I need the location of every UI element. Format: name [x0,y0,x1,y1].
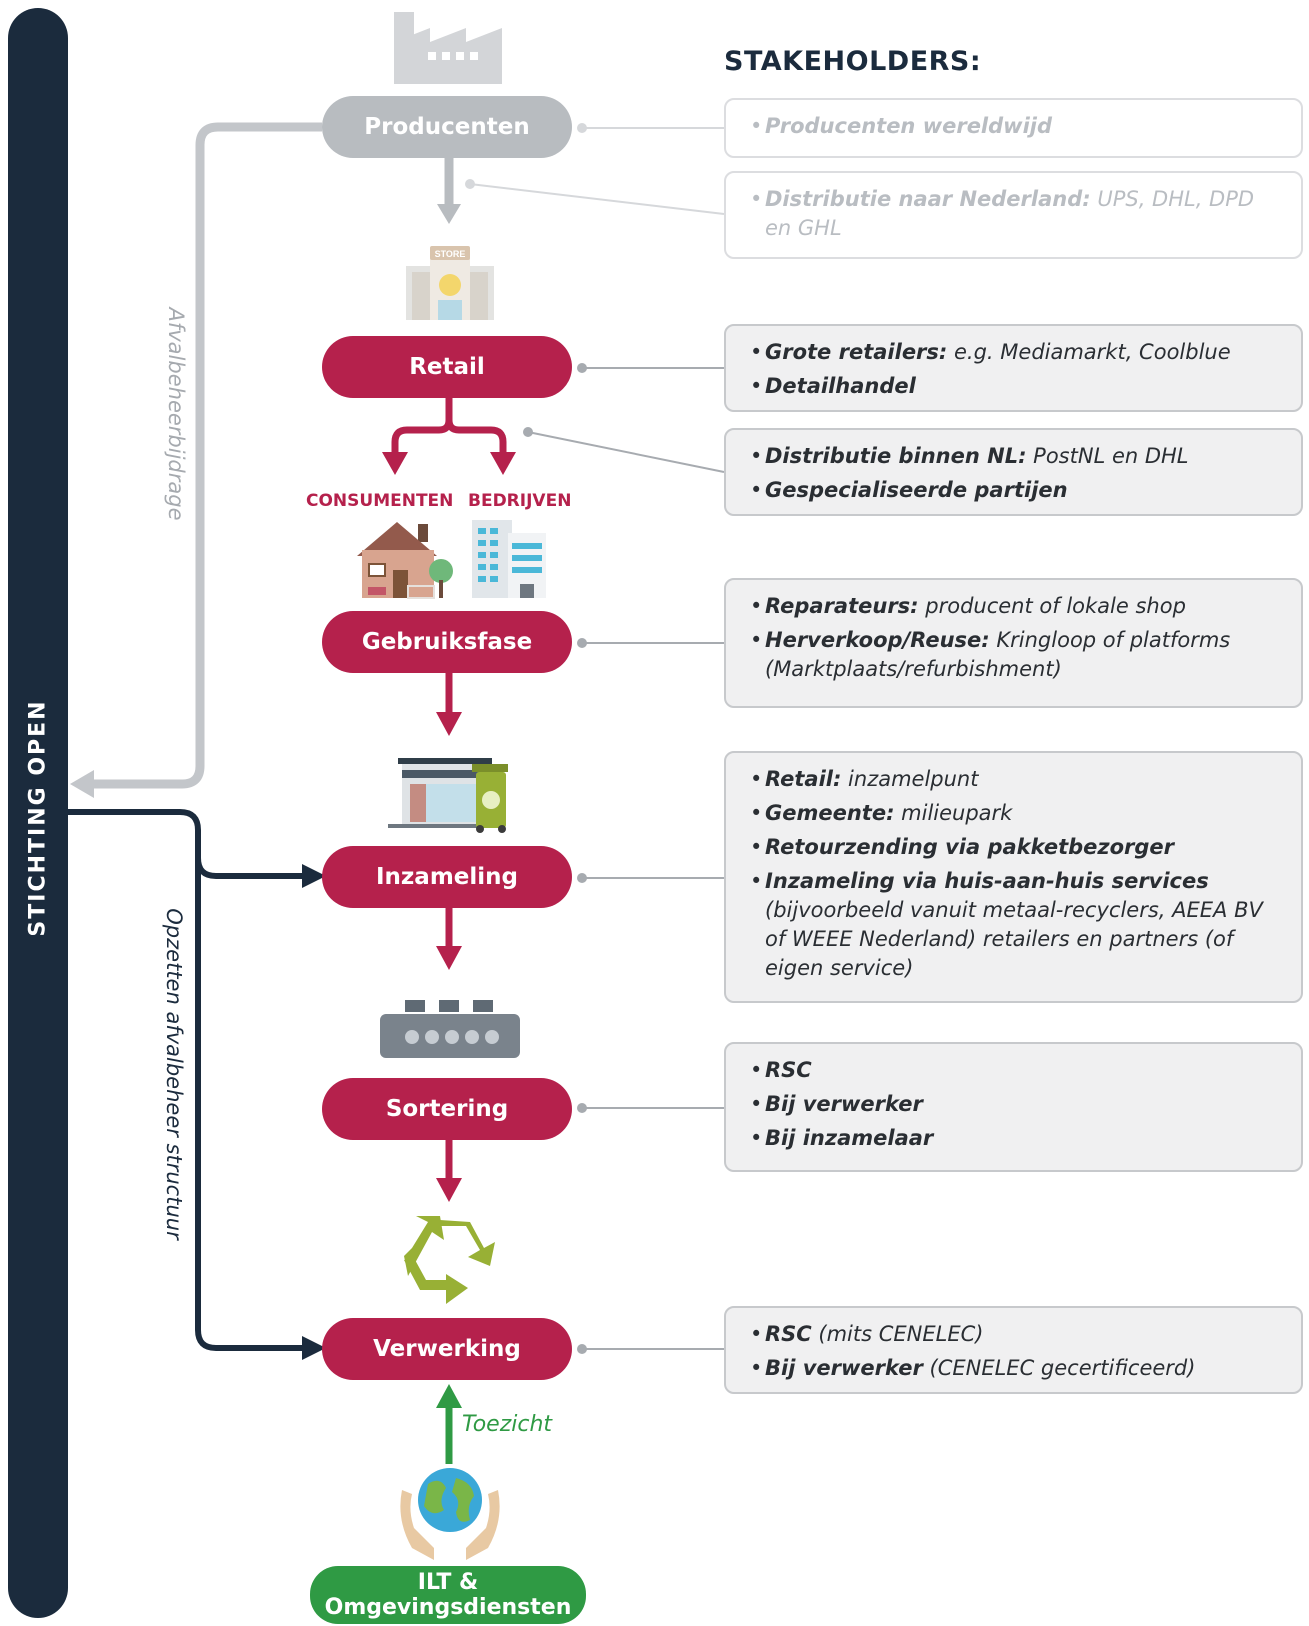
stakeholder-item-bold: Gespecialiseerde partijen [765,478,1068,502]
stakeholder-item: Distributie binnen NL: PostNL en DHL [750,442,1281,471]
stakeholder-item: Distributie naar Nederland: UPS, DHL, DP… [750,185,1281,243]
stichting-open-label: STICHTING OPEN [25,699,51,937]
stakeholder-item-text: (bijvoorbeeld vanuit metaal-recyclers, A… [765,898,1263,980]
stakeholder-item-bold: Retail: [765,767,842,791]
store-sign: STORE [435,249,466,259]
stakeholder-item-text: UPS, DHL, DPD en GHL [765,187,1255,240]
stakeholder-item: Retail: inzamelpunt [750,765,1281,794]
stakeholder-item-bold: Detailhandel [765,374,916,398]
stakeholder-item: Gespecialiseerde partijen [750,476,1281,505]
stage-sortering: Sortering [322,1078,572,1140]
stakeholder-item-bold: Producenten wereldwijd [765,114,1052,138]
box-producenten: Producenten wereldwijd [724,98,1303,158]
down-arrow-inzameling-sortering [436,908,462,970]
stakeholder-item-bold: RSC [765,1322,812,1346]
down-arrow-sortering-verwerking [436,1140,462,1202]
afvalbeheerbijdrage-label: Afvalbeheerbijdrage [164,307,188,521]
stakeholder-item: Bij verwerker (CENELEC gecertificeerd) [750,1354,1281,1383]
stakeholder-item-text: inzamelpunt [841,767,979,791]
stakeholder-item-bold: Bij verwerker [765,1092,923,1116]
box-gebruiksfase: Reparateurs: producent of lokale shopHer… [724,578,1303,708]
stage-verwerking: Verwerking [322,1318,572,1380]
ilt-line-2: Omgevingsdiensten [324,1595,572,1620]
stichting-open-bar [8,8,68,1618]
stage-gebruiksfase: Gebruiksfase [322,611,572,673]
stage-producenten: Producenten [322,96,572,158]
office-building-icon [472,520,546,598]
feedback-arrowhead [70,770,94,798]
stakeholder-item-text: Kringloop of platforms (Marktplaats/refu… [765,628,1231,681]
feedback-arrow [92,122,322,789]
recycle-icon [404,1216,495,1304]
stakeholders-title: STAKEHOLDERS: [724,46,982,77]
stakeholder-item: Bij inzamelaar [750,1124,1281,1153]
branch-bedrijven: BEDRIJVEN [468,491,572,511]
stage-ilt-omgevingsdiensten: ILT & Omgevingsdiensten [310,1566,586,1624]
stakeholder-item-text: milieupark [894,801,1013,825]
branch-consumenten: CONSUMENTEN [306,491,454,511]
stakeholder-item: Retourzending via pakketbezorger [750,833,1281,862]
globe-hands-icon [400,1468,500,1560]
box-sortering: RSC Bij verwerkerBij inzamelaar [724,1042,1303,1172]
box-distributie-binnen-nl: Distributie binnen NL: PostNL en DHL Gesp… [724,428,1303,516]
stakeholder-item: Inzameling via huis-aan-huis services (b… [750,867,1281,983]
stakeholder-item-bold: Inzameling via huis-aan-huis services [765,869,1209,893]
setup-arrow-inzameling [68,809,308,879]
stakeholder-item-text: e.g. Mediamarkt, Coolblue [947,340,1231,364]
box-distributie-nl: Distributie naar Nederland: UPS, DHL, DP… [724,171,1303,259]
toezicht-arrowhead [436,1384,462,1408]
toezicht-label: Toezicht [462,1412,553,1437]
stakeholder-item: Producenten wereldwijd [750,112,1281,141]
box-retail: Grote retailers: e.g. Mediamarkt, Coolbl… [724,324,1303,412]
ilt-line-1: ILT & [417,1570,479,1595]
stakeholder-item: Gemeente: milieupark [750,799,1281,828]
stakeholder-item: Bij verwerker [750,1090,1281,1119]
stakeholder-item-text: (CENELEC gecertificeerd) [922,1356,1196,1380]
stakeholder-item: Reparateurs: producent of lokale shop [750,592,1281,621]
stakeholder-item-text: PostNL en DHL [1026,444,1189,468]
sorting-machine-icon [380,1000,520,1058]
stakeholder-item-bold: Gemeente: [765,801,895,825]
stakeholder-item: Herverkoop/Reuse: Kringloop of platforms… [750,626,1281,684]
stakeholder-item-bold: Bij verwerker [765,1356,923,1380]
down-arrow-gebruiksfase-inzameling [436,672,462,736]
stage-inzameling: Inzameling [322,846,572,908]
stakeholder-item: RSC (mits CENELEC) [750,1320,1281,1349]
house-icon [357,522,453,599]
box-verwerking: RSC (mits CENELEC) Bij verwerker (CENELEC… [724,1306,1303,1394]
factory-icon [394,12,502,84]
stakeholder-item-bold: Grote retailers: [765,340,948,364]
stakeholder-item-bold: Distributie binnen NL: [765,444,1027,468]
setup-arrow-verwerking [195,858,308,1351]
stakeholder-item-bold: Bij inzamelaar [765,1126,934,1150]
stakeholder-item-text: producent of lokale shop [918,594,1186,618]
stakeholder-item-bold: Retourzending via pakketbezorger [765,835,1175,859]
stakeholder-item: Grote retailers: e.g. Mediamarkt, Coolbl… [750,338,1281,367]
stakeholder-item-bold: Reparateurs: [765,594,919,618]
stakeholder-item-bold: Herverkoop/Reuse: [765,628,990,652]
recycle-bin-icon [472,764,508,833]
store-icon: STORE [406,246,494,320]
stage-retail: Retail [322,336,572,398]
collection-shop-icon [388,758,494,828]
stakeholder-item-text: (mits CENELEC) [811,1322,984,1346]
stakeholder-item: RSC [750,1056,1281,1085]
split-arrow [391,396,507,455]
opzetten-afvalbeheer-label: Opzetten afvalbeheer structuur [162,908,186,1240]
stakeholder-item-bold: Distributie naar Nederland: [765,187,1091,211]
stakeholder-item: Detailhandel [750,372,1281,401]
stakeholder-item-bold: RSC [765,1058,812,1082]
box-inzameling: Retail: inzamelpuntGemeente: milieuparkR… [724,751,1303,1003]
